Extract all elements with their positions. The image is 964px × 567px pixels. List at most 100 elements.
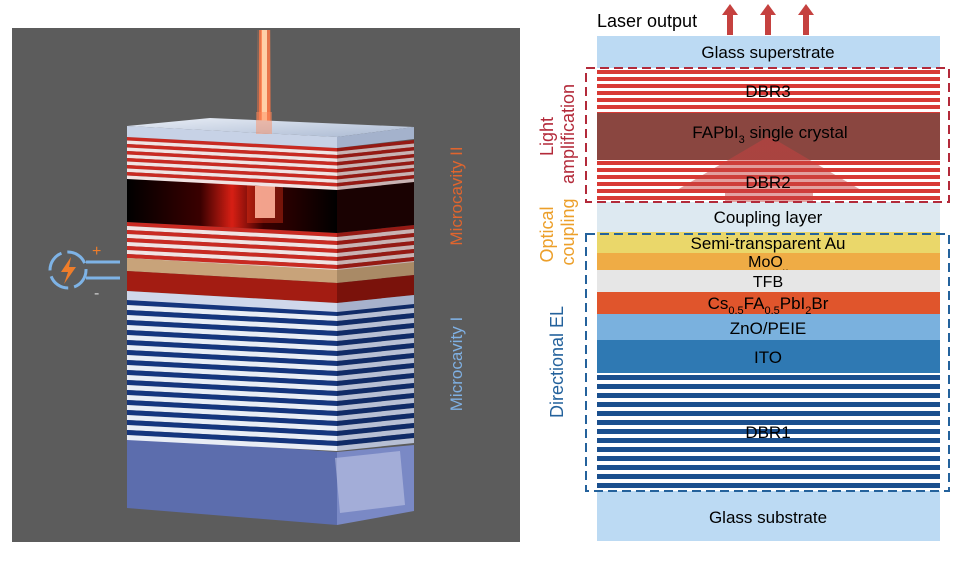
- coupling-label: Coupling layer: [714, 208, 823, 227]
- glass-substrate-label: Glass substrate: [709, 508, 827, 527]
- au-label: Semi-transparent Au: [691, 234, 846, 253]
- stack-layer-front: [127, 254, 337, 269]
- stack-layer-front: [127, 246, 337, 261]
- stack-layer-side: [337, 428, 414, 441]
- stack-layer-front: [127, 435, 337, 451]
- stack-layer-front: [127, 165, 337, 180]
- stack-layer-front: [127, 226, 337, 241]
- stack-layer-front: [127, 168, 337, 183]
- stack-layer-front: [127, 140, 337, 155]
- stack-layer-side: [337, 353, 414, 366]
- stack-layer-side: [337, 150, 414, 162]
- stack-layer-side: [337, 323, 414, 336]
- crystal-label-part1: FAPbI: [692, 123, 738, 142]
- stack-layer-side: [337, 175, 414, 187]
- directional-el-box: [585, 233, 950, 492]
- stack-layer-side: [337, 333, 414, 346]
- stack-layer-front: [127, 234, 337, 249]
- dbr-blue-stripe: [597, 465, 940, 470]
- light-amplification-line1: Light: [537, 117, 557, 156]
- dbr-blue-stripe: [597, 402, 940, 407]
- stack-layer-side: [337, 241, 414, 253]
- dbr2-label: DBR2: [745, 173, 790, 192]
- perovskite-pbi: PbI: [780, 294, 806, 313]
- stack-layer-front: [127, 405, 337, 421]
- light-amplification-label: Light amplification: [537, 84, 578, 184]
- output-arrow-shaft: [765, 13, 771, 35]
- stack-layer-front: [127, 172, 337, 187]
- stack-layer-front: [127, 350, 337, 366]
- stack-layer-side: [337, 140, 414, 152]
- dbr-red-stripe: [597, 77, 940, 81]
- ito-label: ITO: [754, 348, 782, 367]
- zno-label: ZnO/PEIE: [730, 319, 807, 338]
- stack-layer-side: [337, 343, 414, 356]
- stack-layer-front: [127, 175, 337, 190]
- dbr1-label: DBR1: [745, 423, 790, 442]
- microcavity-1-label: Microcavity I: [447, 317, 466, 411]
- stack-layer-side: [337, 328, 414, 341]
- dbr-blue-stripe: [597, 429, 940, 434]
- dbr-blue-stripe: [597, 393, 940, 398]
- dbr-red-stripe: [597, 91, 940, 95]
- stack-layer-front: [127, 222, 337, 237]
- output-arrow-head: [798, 4, 814, 15]
- tfb-layer: [597, 270, 940, 292]
- microcavity-2-label: Microcavity II: [447, 146, 466, 245]
- stack-layer-side: [337, 157, 414, 169]
- stack-layer-side: [337, 438, 414, 451]
- stack-layer-front: [127, 305, 337, 321]
- stack-layer-front: [127, 154, 337, 169]
- dbr1-stripes: [597, 375, 940, 488]
- dbr-red-stripe: [597, 105, 940, 109]
- stack-layer-side: [337, 147, 414, 159]
- stack-layer-front: [127, 320, 337, 336]
- stack-layer-front: [127, 375, 337, 391]
- stack-layer-front: [127, 158, 337, 173]
- light-amplification-box: [585, 67, 950, 203]
- crystal-label-part2: single crystal: [745, 123, 848, 142]
- stack-layer-side: [337, 318, 414, 331]
- stack-layer-front: [127, 385, 337, 401]
- stack-layer-side: [337, 164, 414, 176]
- stack-layer-front: [127, 425, 337, 441]
- crystal-label-sub: 3: [739, 134, 745, 146]
- stack-layer-front: [127, 365, 337, 381]
- stack-layer-front: [127, 415, 337, 431]
- perovskite-layer: [597, 292, 940, 314]
- stack-layer-side: [337, 303, 414, 316]
- dbr-blue-stripe: [597, 483, 940, 488]
- dbr-blue-stripe: [597, 447, 940, 452]
- zno-layer: [597, 314, 940, 340]
- crystal-block-3d: [127, 174, 414, 233]
- stack-layer-side: [337, 168, 414, 180]
- stack-layer-side: [337, 154, 414, 166]
- stack-layer-front: [127, 300, 337, 316]
- stack-layer-side: [337, 178, 414, 190]
- stack-layer-front: [127, 390, 337, 406]
- stack-layer-side: [337, 249, 414, 261]
- stack-layer-side: [337, 358, 414, 371]
- dbr-blue-stripe: [597, 420, 940, 425]
- stack-layer-side: [337, 237, 414, 249]
- stack-layer-side: [337, 308, 414, 321]
- right-panel: Laser output Glass superstrate DBR3 FAPb…: [537, 4, 950, 541]
- stack-layer-front: [127, 144, 337, 159]
- dbr3-label: DBR3: [745, 82, 790, 101]
- minus-sign: -: [94, 285, 99, 302]
- stack-layer-side: [337, 433, 414, 446]
- stack-layer-side: [337, 368, 414, 381]
- stack-layer-front: [127, 360, 337, 376]
- output-arrow-head: [760, 4, 776, 15]
- stack-layer-side: [337, 161, 414, 173]
- stack-layer-front: [127, 400, 337, 416]
- crystal-label: FAPbI3 single crystal: [692, 123, 847, 146]
- stack-layer-front: [127, 137, 337, 152]
- perovskite-br: Br: [811, 294, 828, 313]
- au-layer: [597, 232, 940, 253]
- stack-layer-front: [127, 147, 337, 162]
- dbr-blue-stripe: [597, 375, 940, 380]
- optical-coupling-line1: Optical: [537, 206, 557, 262]
- stack-layer-side: [337, 233, 414, 245]
